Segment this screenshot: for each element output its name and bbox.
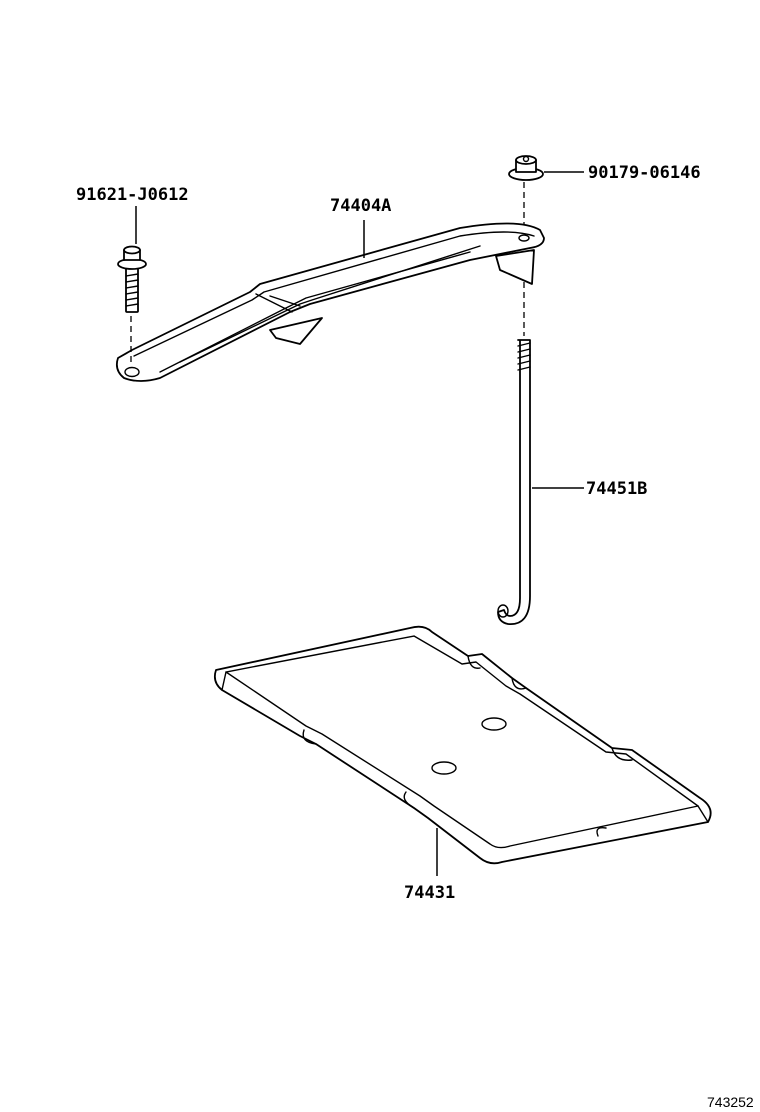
part-label-tray: 74431 [404,883,455,903]
battery-tray-74431 [213,625,712,865]
part-label-bolt: 91621-J0612 [76,185,189,205]
clamp-rod-74451B [497,339,531,625]
figure-id: 743252 [707,1094,754,1110]
flange-nut-90179-06146 [508,155,544,181]
part-label-clamp: 74404A [330,196,391,216]
part-label-rod: 74451B [586,479,647,499]
hold-down-bolt-91621-J0612 [117,245,147,313]
part-label-nut: 90179-06146 [588,163,701,183]
battery-clamp-74404A [115,222,545,382]
